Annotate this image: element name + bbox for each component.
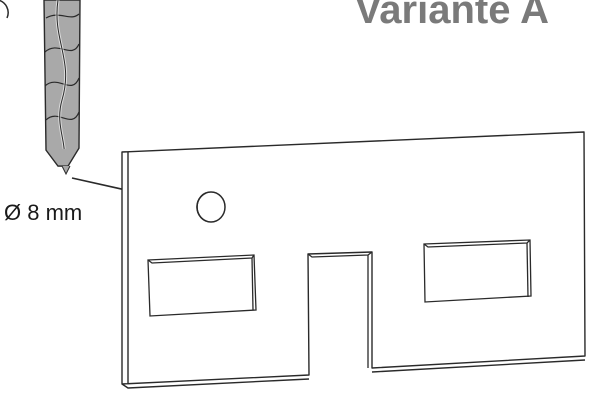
diagram-title: Variante A (354, 0, 549, 32)
corner-mark (0, 0, 9, 19)
center-slot (307, 251, 373, 368)
right-cutout (423, 239, 532, 303)
left-cutout (147, 254, 257, 317)
drill-bit-icon (43, 0, 81, 176)
drill-hole (196, 191, 226, 223)
hole-diameter-label: Ø 8 mm (4, 200, 83, 225)
